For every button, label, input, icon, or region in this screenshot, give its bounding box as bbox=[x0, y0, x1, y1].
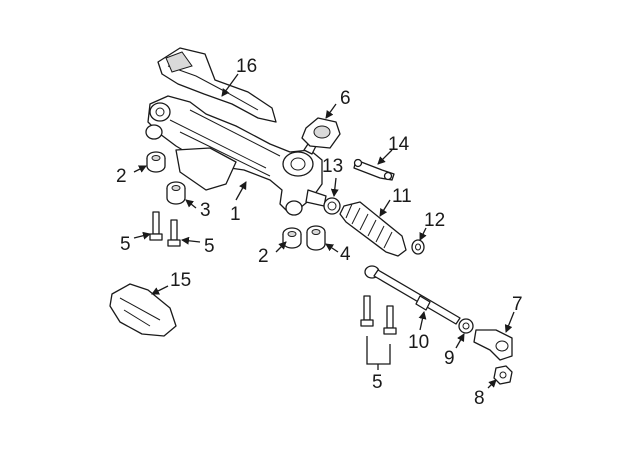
mount-part-6[interactable] bbox=[301, 117, 341, 149]
tie-rod-end-part-7[interactable] bbox=[473, 329, 513, 361]
clamp-part-12[interactable] bbox=[411, 239, 425, 255]
clamp-part-13[interactable] bbox=[323, 197, 341, 215]
boot-part-11[interactable] bbox=[339, 201, 407, 257]
callout-4: 4 bbox=[340, 244, 351, 265]
callout-11: 11 bbox=[392, 186, 412, 207]
callout-12: 12 bbox=[424, 210, 445, 231]
callout-1: 1 bbox=[230, 204, 241, 225]
heat-shield-part-16[interactable] bbox=[157, 47, 277, 123]
callout-5-left-b: 5 bbox=[204, 236, 215, 257]
callout-15: 15 bbox=[170, 270, 191, 291]
callout-2-left: 2 bbox=[116, 166, 127, 187]
steering-rack-part-1[interactable] bbox=[145, 95, 327, 216]
callout-5-left-a: 5 bbox=[120, 234, 131, 255]
bracket-part-14[interactable] bbox=[353, 158, 395, 181]
leader-lines bbox=[133, 73, 515, 389]
bushing-part-4[interactable] bbox=[306, 225, 326, 251]
callout-labels: 16 6 14 2 13 1 3 11 12 5 5 2 4 15 7 10 9… bbox=[116, 56, 523, 409]
nut-part-9[interactable] bbox=[458, 318, 474, 334]
bolt-part-5-left-b[interactable] bbox=[167, 219, 181, 247]
callout-6: 6 bbox=[340, 88, 351, 109]
nut-part-8[interactable] bbox=[493, 365, 513, 385]
callout-5-bottom: 5 bbox=[372, 372, 383, 393]
callout-9: 9 bbox=[444, 348, 455, 369]
bushing-part-3[interactable] bbox=[166, 181, 186, 205]
bolt-part-5-bottom-b[interactable] bbox=[383, 305, 397, 335]
callout-10: 10 bbox=[408, 332, 429, 353]
callout-8: 8 bbox=[474, 388, 485, 409]
tie-rod-part-10[interactable] bbox=[364, 265, 461, 325]
bolt-part-5-bottom-a[interactable] bbox=[360, 295, 374, 327]
bushing-part-2-center[interactable] bbox=[282, 227, 302, 249]
callout-13: 13 bbox=[322, 156, 343, 177]
bolt-part-5-left-a[interactable] bbox=[149, 211, 163, 241]
callout-16: 16 bbox=[236, 56, 257, 77]
bushing-part-2-left[interactable] bbox=[146, 151, 166, 173]
callout-14: 14 bbox=[388, 134, 410, 155]
callout-2-center: 2 bbox=[258, 246, 269, 267]
callout-3: 3 bbox=[200, 200, 211, 221]
cover-part-15[interactable] bbox=[109, 283, 177, 337]
callout-7: 7 bbox=[512, 294, 523, 315]
